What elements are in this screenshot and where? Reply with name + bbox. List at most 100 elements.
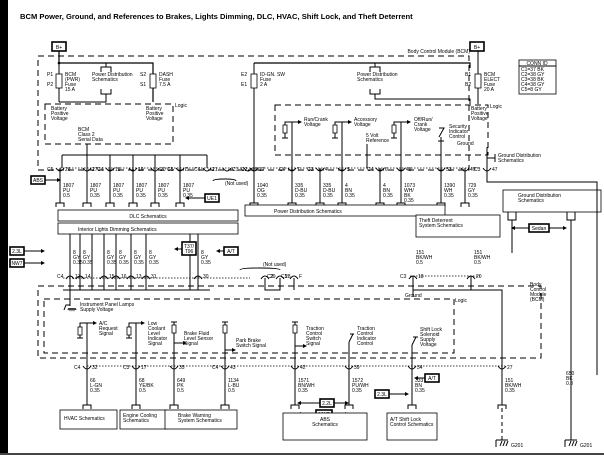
ac-request-label: A/C Request Signal	[99, 321, 118, 337]
wire-label: 333	[415, 378, 424, 384]
svg-text:System Schematics: System Schematics	[178, 418, 222, 424]
connector-pin: 29	[260, 274, 276, 280]
wire-label: 1807	[63, 183, 74, 189]
svg-text:5 Volt: 5 Volt	[366, 133, 379, 139]
wire-label: 1807	[90, 183, 101, 189]
logic-label-right: Logic	[490, 104, 502, 110]
theft-deterrent-box[interactable]	[415, 214, 501, 238]
svg-text:Indicator: Indicator	[449, 129, 469, 135]
wire-label: 0.35	[257, 193, 267, 199]
wire-label: 151	[416, 250, 425, 256]
svg-text:Schematics: Schematics	[357, 77, 383, 83]
wire-label: 8	[201, 250, 204, 256]
bplus-tag-right: B+	[469, 41, 485, 52]
wire-label: 0.35	[183, 193, 193, 199]
dlc-schematics-box[interactable]	[57, 209, 239, 222]
svg-text:C5=8 GY: C5=8 GY	[521, 87, 542, 93]
connector-pin: C1	[222, 167, 239, 173]
svg-text:Run/Crank: Run/Crank	[304, 117, 328, 123]
fuse-id-gn-sw	[250, 73, 258, 89]
wire-label: 649	[177, 378, 186, 384]
connector-id: C3	[400, 274, 407, 280]
wire-label: 0.35	[90, 388, 100, 394]
svg-text:Power Distribution: Power Distribution	[92, 72, 133, 78]
low-coolant-label: Low Coolant Level Indicator Signal	[148, 321, 168, 347]
wire-label: BN	[383, 188, 390, 194]
connector-id: C5	[47, 167, 54, 173]
svg-text:B+: B+	[474, 45, 480, 51]
wire-label: 1040	[257, 183, 268, 189]
power-dist-box[interactable]	[244, 204, 446, 217]
terminal	[344, 404, 354, 409]
accessory-label: Accessory Voltage	[354, 117, 378, 128]
wire-label: PU/WH	[352, 383, 369, 389]
wire-label: 66	[90, 378, 96, 384]
svg-text:T37/: T37/	[184, 244, 195, 250]
pin-number: 17	[141, 365, 147, 371]
wire-label: 151	[505, 378, 514, 384]
run-crank-label: Run/Crank Voltage	[304, 117, 328, 128]
wire-label: 0.35	[444, 193, 454, 199]
battery-positive-label-right: Battery Positive Voltage	[471, 106, 489, 122]
svg-text:Positive: Positive	[51, 111, 69, 117]
pin-number: D	[185, 167, 189, 173]
brake-warning-box[interactable]	[164, 409, 238, 430]
shift-lock-control-box[interactable]	[386, 412, 438, 441]
fuse-dash-label: DASH Fuse 7.5 A	[159, 72, 173, 88]
svg-text:2 A: 2 A	[260, 82, 268, 88]
wire-label: 0.35	[468, 193, 478, 199]
terminal	[169, 404, 179, 409]
connector-id: C4	[97, 167, 104, 173]
pin-number: 19	[138, 167, 144, 173]
wire-label: 0.35	[201, 260, 211, 266]
hvac-box[interactable]	[59, 409, 118, 430]
abs-schematics-box[interactable]	[282, 412, 368, 441]
pin-number: 29	[270, 274, 276, 280]
svg-text:Signal: Signal	[99, 331, 113, 337]
wire-label: GY	[73, 255, 81, 261]
pin-number: 30	[203, 274, 209, 280]
brake-fluid-label: Brake Fluid Level Sensor Signal	[184, 331, 214, 347]
ground-dist-ref-top: Ground Distribution Schematics	[498, 153, 541, 164]
svg-text:Schematics: Schematics	[312, 422, 338, 428]
interior-lights-box[interactable]	[57, 222, 239, 235]
wire-label: BK	[404, 193, 411, 199]
pin-number: 16	[121, 274, 127, 280]
svg-text:Voltage: Voltage	[471, 116, 488, 122]
connector-id: C4	[74, 365, 81, 371]
svg-text:Supply: Supply	[420, 337, 436, 343]
svg-text:B1: B1	[465, 72, 471, 78]
wire-label: 151	[474, 250, 483, 256]
pin-number: 4	[325, 167, 328, 173]
ground-dist-box[interactable]	[502, 189, 602, 213]
pin-number: 43	[230, 365, 236, 371]
wire-label: BK/WH	[474, 255, 491, 261]
wire-label: 0.35	[505, 388, 515, 394]
wire-label: 0.35	[415, 388, 425, 394]
pin-number: 20	[476, 274, 482, 280]
pin-number: 32	[92, 365, 98, 371]
wire-label: GY	[468, 188, 476, 194]
svg-text:ID-GN. SW: ID-GN. SW	[260, 72, 285, 78]
ground-label-top: Ground	[457, 141, 474, 147]
svg-text:BCM: BCM	[65, 72, 76, 78]
wire-label: GY	[201, 255, 209, 261]
svg-text:C1=37 BK: C1=37 BK	[521, 67, 545, 73]
wire-label: 0.35	[90, 193, 100, 199]
svg-text:7.5 A: 7.5 A	[159, 82, 171, 88]
wire-label: 1390	[444, 183, 455, 189]
wire-label: 335	[323, 183, 332, 189]
logic-box-right	[274, 104, 489, 156]
svg-text:Voltage: Voltage	[51, 116, 68, 122]
wire-label: PU	[113, 188, 120, 194]
terminal	[150, 202, 160, 207]
wire-label: 0.35	[107, 260, 117, 266]
wire-label: GY	[149, 255, 157, 261]
